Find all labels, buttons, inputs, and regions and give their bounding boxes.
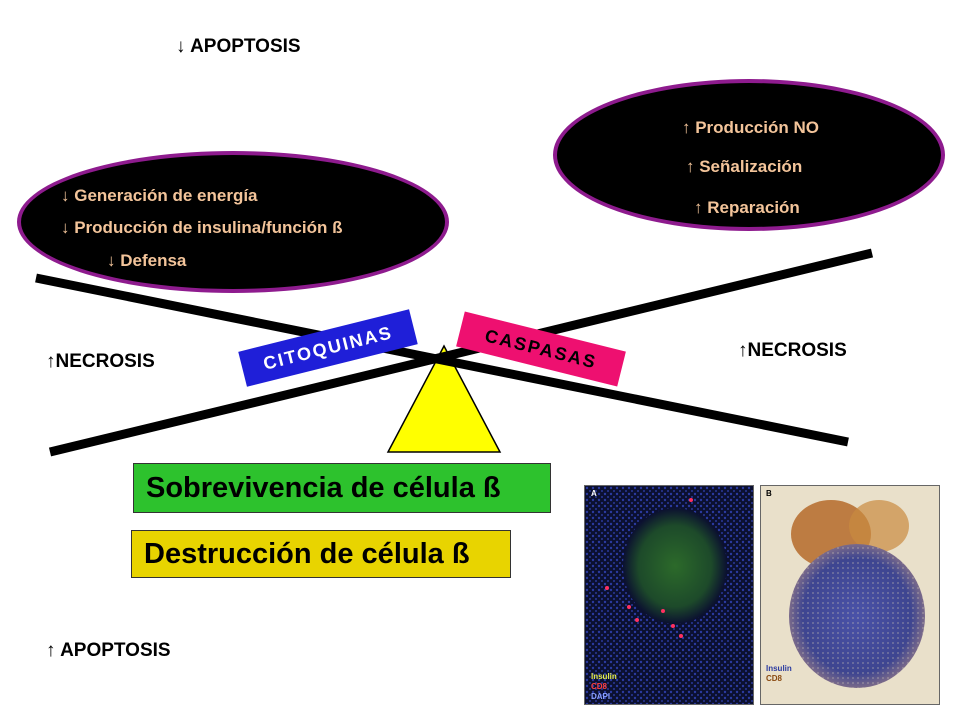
right-ellipse-line-1: ↑ Producción NO	[682, 118, 819, 137]
left-ellipse: ↓ Generación de energía ↓ Producción de …	[17, 151, 449, 293]
left-ellipse-line-2: ↓ Producción de insulina/función ß	[61, 218, 343, 237]
left-ellipse-line-3: ↓ Defensa	[107, 251, 187, 270]
micrograph-b-legend-2: CD8	[766, 674, 783, 683]
micrograph-a-legend-1: Insulin	[591, 672, 617, 681]
beam-falling	[35, 273, 849, 447]
beam-rising	[48, 248, 874, 457]
destruction-box: Destrucción de célula ß	[131, 530, 511, 578]
right-ellipse-line-2: ↑ Señalización	[686, 157, 803, 176]
right-necrosis-label: ↑NECROSIS	[738, 340, 847, 361]
micrograph-a-image	[585, 486, 753, 704]
micrograph-b: B Insulin CD8	[760, 485, 940, 705]
micrograph-a-legend-2: CD8	[591, 682, 608, 691]
bottom-apoptosis-label: ↑ APOPTOSIS	[46, 640, 171, 661]
survival-box: Sobrevivencia de célula ß	[133, 463, 551, 513]
left-ellipse-line-1: ↓ Generación de energía	[61, 186, 258, 205]
micrograph-b-letter: B	[766, 489, 772, 498]
micrograph-b-legend-1: Insulin	[766, 664, 792, 673]
right-ellipse-line-3: ↑ Reparación	[694, 198, 800, 217]
micrograph-a-legend-3: DAPI	[591, 692, 611, 701]
top-apoptosis-label: ↓ APOPTOSIS	[176, 36, 301, 57]
left-necrosis-label: ↑NECROSIS	[46, 351, 155, 372]
right-ellipse: ↑ Producción NO ↑ Señalización ↑ Reparac…	[553, 79, 945, 231]
micrograph-a: A Insulin CD8 DAPI	[584, 485, 754, 705]
micrograph-a-letter: A	[591, 489, 597, 498]
fulcrum-triangle	[386, 344, 502, 453]
micrograph-b-image	[761, 486, 939, 704]
